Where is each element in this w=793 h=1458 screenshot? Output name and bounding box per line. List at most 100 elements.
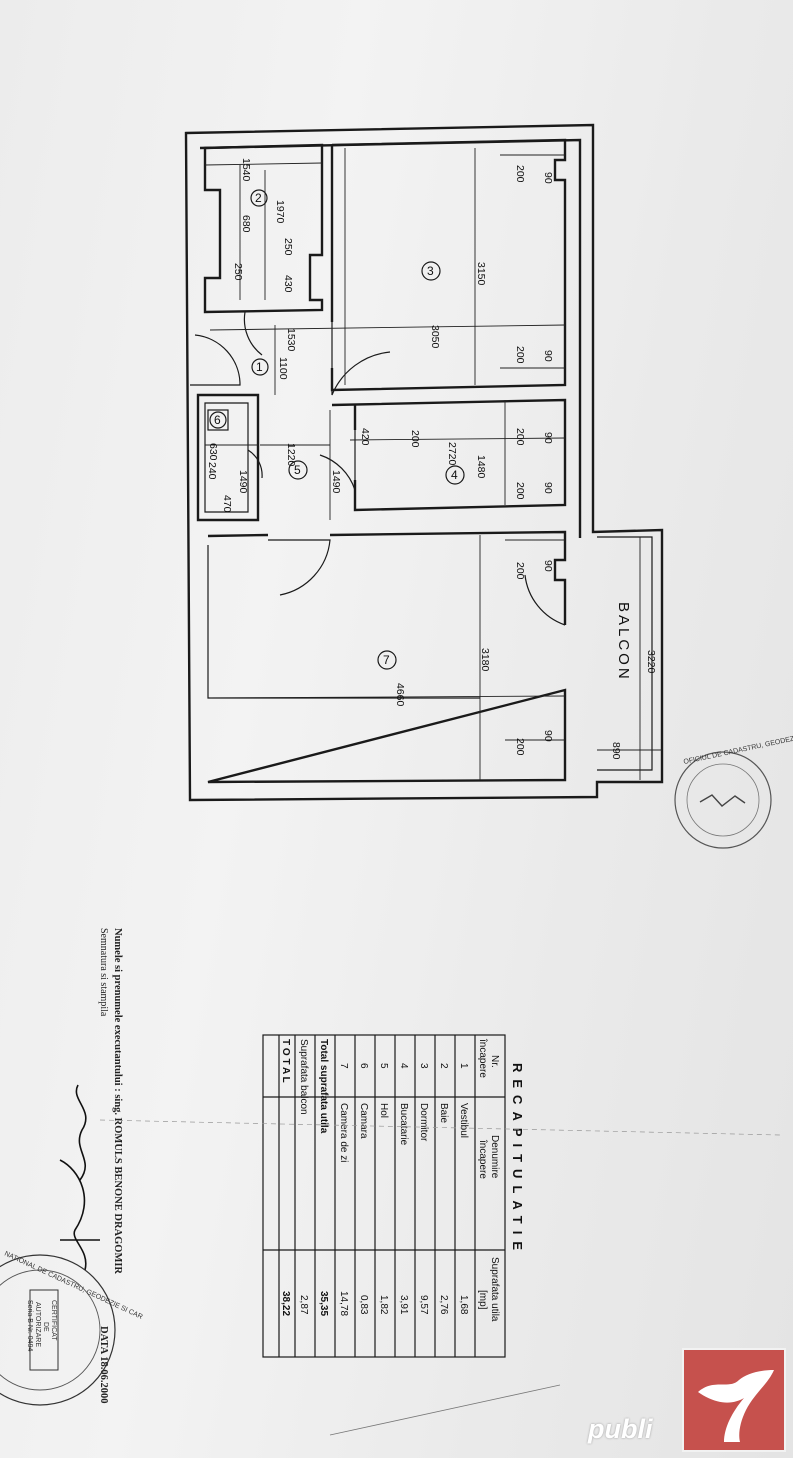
total-util-label: Total suprafata utila [318,1039,329,1134]
pantry-walls [196,393,260,522]
dim-3150: 3150 [475,262,487,286]
dim-470: 470 [221,495,233,513]
dim-2720: 2720 [446,442,458,466]
dim-1220: 1220 [285,443,297,467]
bedroom-door [331,322,391,396]
dim-200-d: 200 [514,428,526,446]
total-label: T O T A L [280,1039,291,1083]
dim-200-g: 200 [514,738,526,756]
table-row: 3 Dormitor 9,57 [418,1063,429,1315]
svg-text:Camera de zi: Camera de zi [338,1103,349,1162]
header-suprafata: Suprafata utila [489,1257,500,1322]
dim-4660: 4660 [394,683,406,707]
table-row: 7 Camera de zi 14,78 [338,1063,349,1316]
svg-text:Camara: Camara [358,1103,369,1139]
dim-1480: 1480 [475,455,487,479]
dimension-texts: 1540 1970 680 250 250 430 1530 1100 3150… [206,158,657,760]
dim-1540: 1540 [240,158,252,182]
svg-text:5: 5 [378,1063,389,1069]
table-row: 2 Baie 2,76 [438,1063,449,1315]
dim-200-c: 200 [409,430,421,448]
outer-wall [184,123,664,802]
svg-text:2: 2 [438,1063,449,1069]
dim-200-a: 200 [514,165,526,183]
watermark-text: publi [588,1414,653,1444]
dim-3220: 3220 [645,650,657,674]
svg-text:1,68: 1,68 [458,1295,469,1315]
living-room-walls [207,530,567,784]
svg-text:Baie: Baie [438,1103,449,1123]
table-title: RECAPITULATIE [510,1063,525,1257]
dim-90-f: 90 [542,560,554,572]
dim-90-d: 90 [542,432,554,444]
header-nr: Nr. [489,1055,500,1068]
stamp-de: DE [42,1322,49,1332]
dim-90-a: 90 [542,172,554,184]
balcony-rail [597,536,653,771]
room-labels: 2 3 1 4 5 6 7 [207,189,465,670]
svg-text:1: 1 [458,1063,469,1069]
dim-90-b: 90 [542,350,554,362]
svg-text:Dormitor: Dormitor [418,1103,429,1142]
dim-200-e: 200 [514,482,526,500]
logo-mark-icon [698,1370,774,1442]
signature-block: Numele si prenumele executantului : sing… [98,928,123,1404]
dim-890: 890 [610,742,622,760]
svg-text:0,83: 0,83 [358,1295,369,1315]
dim-3180: 3180 [479,648,491,672]
plan-stamp-text: OFICIUL DE CADASTRU, GEODEZIE SI CARTOGR… [683,713,793,766]
room-7-label: 7 [383,653,390,667]
executant-name: Numele si prenumele executantului : sing… [112,928,123,1274]
table-row: 1 Vestibul 1,68 [458,1063,469,1315]
header-denumire: Denumire [489,1135,500,1179]
dim-3050: 3050 [429,325,441,349]
bedroom-walls [330,138,567,392]
room-1-label: 1 [256,360,263,374]
summary-table: RECAPITULATIE Nr. încapere Denumire înca… [262,1034,525,1358]
stamp-certificate: CERTIFICAT [50,1300,57,1341]
dim-90-g: 90 [542,730,554,742]
svg-text:Vestibul: Vestibul [458,1103,469,1138]
plan-stamp: OFICIUL DE CADASTRU, GEODEZIE SI CARTOGR… [674,713,793,849]
balcony-label: BALCON [615,602,632,682]
dim-1490-a: 1490 [330,470,342,494]
svg-text:1,82: 1,82 [378,1295,389,1315]
signature-date: DATA 18.06.2000 [98,1326,109,1404]
table-row: 5 Hol 1,82 [378,1063,389,1315]
dim-1100: 1100 [277,357,289,380]
dim-200-f: 200 [514,562,526,580]
table-row: 4 Bucatarie 3,91 [398,1063,409,1315]
balcony-area-label: Suprafata balcon [298,1039,309,1115]
balcony-door [524,574,566,626]
inner-wall-outline [199,138,582,538]
svg-text:Hol: Hol [378,1103,389,1118]
svg-text:3: 3 [418,1063,429,1069]
room-4-label: 4 [451,468,458,482]
signature-label: Semnatura si stampila [98,928,109,1017]
entrance-door [190,334,241,386]
dim-1530: 1530 [285,328,297,352]
dim-1490-b: 1490 [237,470,249,494]
dim-630: 630 [207,443,219,461]
total-util-value: 35,35 [318,1291,329,1316]
publi24-logo [682,1348,786,1452]
svg-text:9,57: 9,57 [418,1295,429,1315]
balcony-area-value: 2,87 [298,1295,309,1315]
total-value: 38,22 [280,1291,291,1316]
dim-430: 430 [282,275,294,293]
pantry-door [247,449,263,479]
dim-90-e: 90 [542,482,554,494]
svg-text:3,91: 3,91 [398,1295,409,1315]
dim-250a: 250 [282,238,294,256]
stamp-autorizare: AUTORIZARE [34,1302,41,1347]
room-6-label: 6 [214,413,221,427]
dim-200-b: 200 [514,346,526,364]
handwritten-text: R.Dragomir [79,1135,90,1184]
bathroom-walls [203,143,324,314]
dim-250b: 250 [232,263,244,281]
svg-text:2,76: 2,76 [438,1295,449,1315]
stamp-series: Seria B Nr. 0494 [26,1300,33,1351]
svg-text:14,78: 14,78 [338,1291,349,1316]
header-denumire-2: încapere [477,1139,488,1179]
